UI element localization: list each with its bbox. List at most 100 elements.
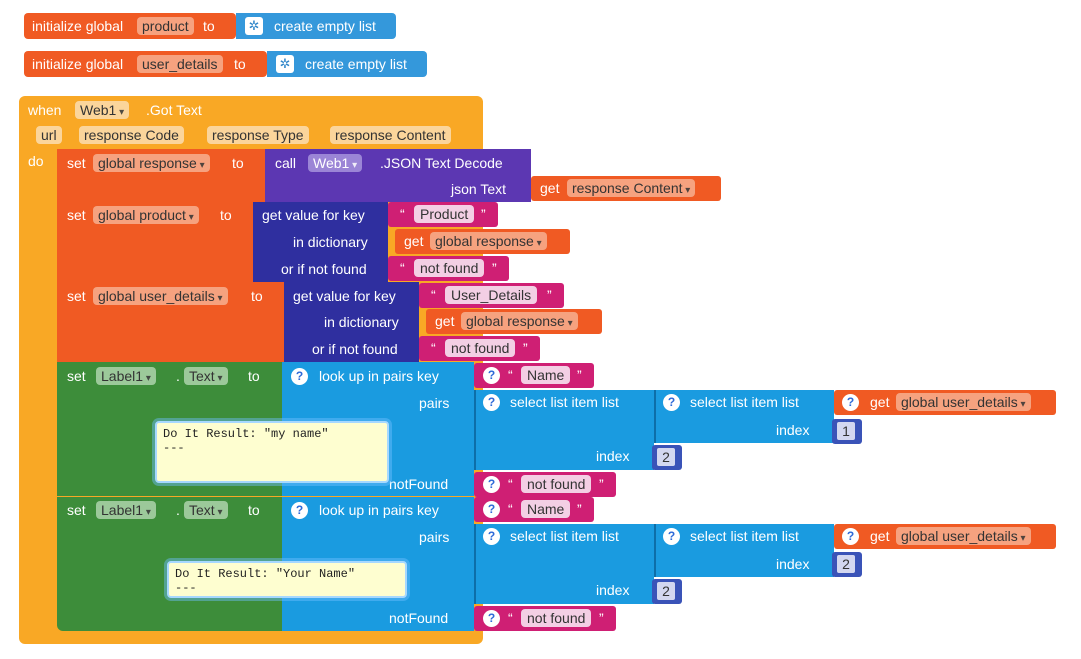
text-name[interactable]: ? “ Name ” [474,497,594,522]
set-global-product[interactable]: set global product to [57,202,253,282]
set-global-response[interactable]: set global response to [57,149,265,202]
help-icon[interactable]: ? [291,368,308,385]
get-label: get [435,313,455,329]
global-init-product[interactable]: initialize global product to [24,13,236,39]
help-icon[interactable]: ? [842,528,859,545]
get-label: get [404,233,424,249]
text-not-found[interactable]: “ not found ” [388,256,509,281]
select-list-item-outer[interactable]: ? select list item list index [474,390,654,470]
dot-label: . [176,368,180,384]
get-global-response[interactable]: get global response [395,229,570,254]
help-icon[interactable]: ? [483,528,500,545]
var-dropdown[interactable]: global user_details [93,287,228,305]
number-block-outer-index[interactable]: 2 [652,445,682,470]
number-block-inner-index[interactable]: 2 [832,552,862,577]
param-response-type[interactable]: response Type [207,126,309,144]
text-product[interactable]: “ Product ” [388,202,498,227]
text-value[interactable]: User_Details [445,286,538,304]
get-var-dropdown[interactable]: response Content [567,179,696,197]
help-icon[interactable]: ? [291,502,308,519]
component-dropdown[interactable]: Web1 [75,101,130,119]
global-name-field[interactable]: user_details [137,55,223,73]
get-global-response[interactable]: get global response [426,309,602,334]
get-global-user-details[interactable]: ? get global user_details [834,390,1056,415]
text-not-found[interactable]: ? “ not found ” [474,606,616,631]
get-value-label: get value for key [262,207,365,223]
help-icon[interactable]: ? [483,394,500,411]
text-name[interactable]: ? “ Name ” [474,363,594,388]
select-list-item-inner[interactable]: ? select list item list index [654,524,834,577]
call-label: call [275,155,297,171]
init-label: initialize global [32,56,124,72]
component-dropdown[interactable]: Web1 [308,154,363,172]
text-user-details[interactable]: “ User_Details ” [419,283,564,308]
text-value[interactable]: Name [521,500,571,518]
get-label: get [870,528,890,544]
get-value-for-key-product[interactable]: get value for key in dictionary or if no… [253,202,388,282]
get-response-content[interactable]: get response Content [531,176,721,201]
number-block-outer-index[interactable]: 2 [652,579,682,604]
get-var-dropdown[interactable]: global user_details [896,393,1031,411]
help-icon[interactable]: ? [483,501,500,518]
get-var-dropdown[interactable]: global response [430,232,547,250]
var-dropdown[interactable]: global response [93,154,210,172]
to-label: to [248,502,260,518]
number-value[interactable]: 2 [837,555,855,573]
text-value[interactable]: not found [521,609,592,627]
get-value-for-key-user-details[interactable]: get value for key in dictionary or if no… [284,282,419,362]
quote-open: “ [508,367,513,383]
select-list-item-inner[interactable]: ? select list item list index [654,390,834,443]
param-response-code[interactable]: response Code [79,126,184,144]
global-name-field[interactable]: product [137,17,194,35]
component-dropdown[interactable]: Label1 [96,367,156,385]
index-label: index [776,422,810,438]
to-label: to [232,155,244,171]
property-dropdown[interactable]: Text [184,501,228,519]
call-web1-json-decode[interactable]: call Web1 .JSON Text Decode json Text [265,149,531,202]
quote-open: “ [508,501,513,517]
when-label: when [28,102,62,118]
to-label: to [203,18,215,34]
set-label: set [67,502,86,518]
help-icon[interactable]: ? [842,394,859,411]
to-label: to [248,368,260,384]
help-icon[interactable]: ? [663,394,680,411]
create-empty-list-label: create empty list [274,18,376,34]
get-label: get [540,180,560,196]
create-empty-list-block[interactable]: ✲ create empty list [236,13,396,39]
text-not-found[interactable]: ? “ not found ” [474,472,616,497]
var-dropdown[interactable]: global product [93,206,199,224]
number-value[interactable]: 2 [657,448,675,466]
param-response-content[interactable]: response Content [330,126,451,144]
gear-icon[interactable]: ✲ [276,55,294,73]
param-url[interactable]: url [36,126,62,144]
set-label: set [67,368,86,384]
text-value[interactable]: not found [414,259,485,277]
text-not-found[interactable]: “ not found ” [419,336,540,361]
component-dropdown[interactable]: Label1 [96,501,156,519]
select-list-item-outer[interactable]: ? select list item list index [474,524,654,604]
create-empty-list-block[interactable]: ✲ create empty list [267,51,427,77]
number-value[interactable]: 2 [657,582,675,600]
get-var-dropdown[interactable]: global response [461,312,578,330]
quote-open: “ [431,287,436,303]
gear-icon[interactable]: ✲ [245,17,263,35]
get-value-label: get value for key [293,288,396,304]
number-value[interactable]: 1 [837,422,855,440]
property-dropdown[interactable]: Text [184,367,228,385]
get-var-dropdown[interactable]: global user_details [896,527,1031,545]
help-icon[interactable]: ? [483,367,500,384]
help-icon[interactable]: ? [483,610,500,627]
text-value[interactable]: Product [414,205,475,223]
quote-close: ” [547,287,552,303]
set-global-user-details[interactable]: set global user_details to [57,282,284,362]
help-icon[interactable]: ? [483,476,500,493]
text-value[interactable]: not found [445,339,516,357]
text-value[interactable]: Name [521,366,571,384]
global-init-user-details[interactable]: initialize global user_details to [24,51,267,77]
get-global-user-details[interactable]: ? get global user_details [834,524,1056,549]
quote-open: “ [508,610,513,626]
text-value[interactable]: not found [521,475,592,493]
number-block-inner-index[interactable]: 1 [832,419,862,444]
help-icon[interactable]: ? [663,528,680,545]
